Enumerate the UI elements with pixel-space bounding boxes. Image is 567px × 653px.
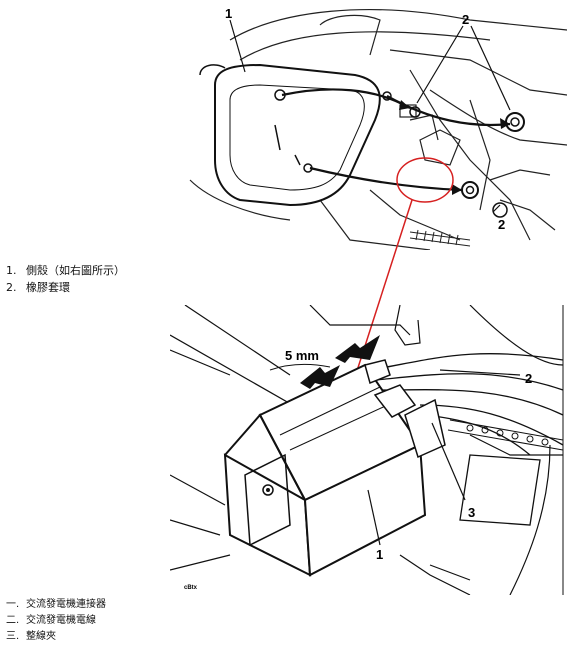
- callout-1: 1: [225, 6, 232, 21]
- callout-3: 3: [468, 505, 475, 520]
- connector-legend: 一. 交流發電機連接器 二. 交流發電機電線 三. 整線夾: [6, 597, 106, 645]
- callout-2: 2: [525, 371, 532, 386]
- legend-item: 三. 整線夾: [6, 631, 56, 642]
- figure-code: cBtx: [184, 585, 198, 591]
- dimension-label: 5 mm: [285, 348, 319, 363]
- legend-item: 一. 交流發電機連接器: [6, 599, 106, 610]
- legend-item: 2. 橡膠套環: [6, 281, 70, 294]
- callout-2b: 2: [498, 217, 505, 232]
- legend-item: 1. 側殼（如右圖所示）: [6, 264, 125, 277]
- legend-item: 二. 交流發電機電線: [6, 615, 96, 626]
- connector-illustration: 5 mm 2 3 1 cBtx: [169, 304, 567, 596]
- callout-1: 1: [376, 547, 383, 562]
- side-cover-legend: 1. 側殼（如右圖所示） 2. 橡膠套環: [6, 262, 125, 296]
- callout-2a: 2: [462, 12, 469, 27]
- side-cover-illustration: 1 2 2: [170, 0, 567, 251]
